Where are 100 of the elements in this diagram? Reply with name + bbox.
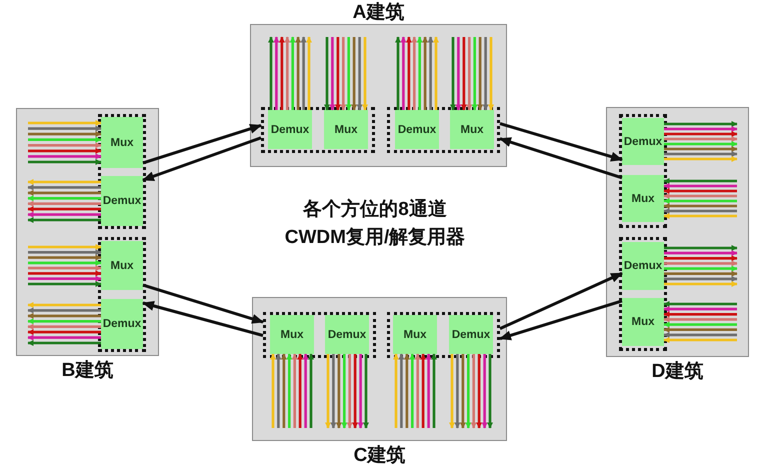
fiber-arrow bbox=[664, 281, 738, 287]
fiber-arrow bbox=[664, 306, 737, 312]
module-frame bbox=[387, 312, 500, 358]
fiber-arrow bbox=[664, 188, 737, 194]
fiber-arrow bbox=[295, 36, 302, 110]
fiber-arrow bbox=[395, 36, 401, 110]
link-arrow bbox=[500, 122, 623, 162]
fiber-arrow bbox=[28, 334, 101, 341]
fiber-arrow bbox=[664, 332, 737, 338]
fiber-arrow bbox=[398, 354, 404, 428]
fiber-arrow bbox=[292, 354, 298, 428]
fiber-arrow bbox=[470, 354, 477, 428]
fiber-arrow bbox=[406, 36, 412, 110]
fiber-arrow bbox=[664, 126, 738, 132]
link-arrow bbox=[499, 272, 623, 330]
fiber-arrow bbox=[270, 354, 276, 428]
fiber-arrow bbox=[450, 37, 456, 110]
fiber-arrow bbox=[28, 179, 101, 185]
fiber-arrow bbox=[308, 354, 314, 428]
link-arrow bbox=[142, 124, 262, 164]
fiber-arrow bbox=[664, 250, 738, 256]
multiplexer-label: Mux bbox=[110, 258, 134, 272]
multiplexer-block bbox=[622, 242, 664, 290]
fiber-arrow bbox=[28, 126, 102, 132]
fiber-arrow bbox=[664, 326, 737, 333]
fiber-arrow bbox=[477, 37, 484, 110]
fiber-arrow bbox=[664, 141, 738, 147]
fiber-arrow bbox=[358, 354, 364, 428]
fiber-arrow bbox=[341, 354, 348, 428]
multiplexer-label: Mux bbox=[280, 328, 304, 342]
fiber-arrow bbox=[28, 200, 101, 207]
fiber-arrow bbox=[664, 311, 737, 318]
link-arrow bbox=[142, 284, 264, 324]
fiber-arrow bbox=[664, 213, 737, 219]
fiber-arrow bbox=[28, 340, 101, 346]
fiber-arrow bbox=[664, 276, 738, 282]
multiplexer-label: Demux bbox=[452, 328, 490, 342]
multiplexer-block bbox=[101, 241, 143, 290]
fiber-arrow bbox=[329, 37, 336, 110]
multiplexer-label: Mux bbox=[460, 122, 484, 136]
fiber-arrow bbox=[28, 159, 102, 165]
link-arrow bbox=[499, 137, 622, 180]
module-frame bbox=[261, 107, 375, 153]
fiber-arrow bbox=[325, 354, 331, 428]
module-frame bbox=[619, 114, 667, 228]
fiber-arrow bbox=[28, 270, 102, 276]
multiplexer-label: Demux bbox=[328, 328, 366, 342]
module-frame bbox=[387, 107, 500, 153]
multiplexer-label: Demux bbox=[102, 317, 142, 331]
multiplexer-block bbox=[622, 175, 664, 222]
multiplexer-label: Mux bbox=[110, 136, 134, 150]
fiber-arrow bbox=[28, 120, 102, 126]
multiplexer-label: Demux bbox=[624, 134, 662, 148]
fiber-arrow bbox=[336, 354, 342, 428]
fiber-arrow bbox=[356, 37, 363, 110]
fiber-arrow bbox=[472, 37, 478, 110]
link-arrow bbox=[142, 136, 262, 182]
fiber-arrow bbox=[280, 354, 287, 428]
fiber-arrow bbox=[664, 193, 737, 199]
fiber-arrow bbox=[28, 217, 101, 223]
fiber-arrow bbox=[487, 354, 493, 428]
multiplexer-block bbox=[101, 117, 143, 168]
fiber-arrow bbox=[351, 37, 358, 110]
fiber-arrow bbox=[340, 37, 346, 110]
multiplexer-label: Demux bbox=[270, 122, 310, 136]
fiber-arrow bbox=[28, 265, 102, 272]
fiber-arrow bbox=[28, 148, 102, 154]
fiber-arrow bbox=[460, 37, 467, 110]
fiber-arrow bbox=[346, 37, 352, 110]
fiber-arrow bbox=[664, 151, 738, 157]
fiber-arrow bbox=[664, 270, 738, 277]
module-frame bbox=[98, 114, 146, 229]
fiber-arrow bbox=[482, 354, 488, 428]
fiber-arrow bbox=[411, 36, 418, 110]
fiber-arrow bbox=[664, 131, 738, 137]
multiplexer-block bbox=[450, 110, 494, 149]
fiber-arrow bbox=[664, 337, 737, 343]
fiber-arrow bbox=[28, 329, 101, 336]
fiber-arrow bbox=[268, 36, 274, 110]
multiplexer-label: Demux bbox=[102, 194, 142, 208]
fiber-arrow bbox=[664, 136, 738, 142]
fiber-arrow bbox=[449, 354, 455, 428]
fiber-arrow bbox=[664, 198, 737, 204]
fiber-arrow bbox=[454, 354, 460, 428]
fiber-arrow bbox=[352, 354, 358, 428]
fiber-arrow bbox=[28, 281, 102, 287]
fiber-arrow bbox=[273, 36, 280, 110]
fiber-arrow bbox=[28, 276, 102, 282]
multiplexer-label: Demux bbox=[624, 259, 662, 273]
fiber-arrow bbox=[664, 208, 737, 214]
fiber-arrow bbox=[414, 354, 421, 428]
multiplexer-label: Mux bbox=[632, 315, 654, 329]
fiber-arrow bbox=[28, 136, 102, 143]
fiber-arrow bbox=[275, 354, 282, 428]
fiber-arrow bbox=[306, 36, 312, 110]
fiber-arrow bbox=[664, 301, 737, 307]
fiber-arrow bbox=[428, 36, 434, 110]
fiber-arrow bbox=[426, 354, 432, 428]
building-label: D建筑 bbox=[652, 361, 704, 383]
multiplexer-block bbox=[325, 315, 369, 354]
